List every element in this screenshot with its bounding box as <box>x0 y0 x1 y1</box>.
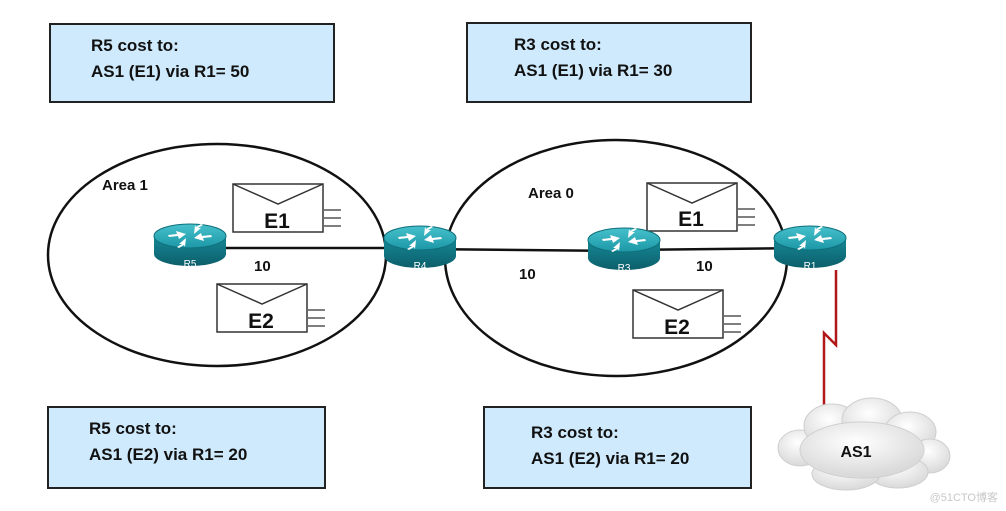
router-label: R4 <box>414 261 427 272</box>
cost-box-r3-e1: R3 cost to: AS1 (E1) via R1= 30 <box>466 22 752 103</box>
router-label: R1 <box>804 261 817 272</box>
cost-box-value: AS1 (E1) via R1= 30 <box>514 61 673 80</box>
link-cost-r4-r3: 10 <box>519 266 536 283</box>
link-cost-r5-r4: 10 <box>254 258 271 275</box>
cost-box-value: AS1 (E2) via R1= 20 <box>89 445 248 464</box>
envelope-label: E1 <box>678 208 704 231</box>
cost-box-title: R5 cost to: <box>89 419 177 438</box>
link-cost-r3-r1: 10 <box>696 258 713 275</box>
envelope-e2-area0: E2 <box>632 289 742 339</box>
cost-box-title: R3 cost to: <box>531 423 619 442</box>
envelope-label: E1 <box>264 210 290 233</box>
cost-box-title: R3 cost to: <box>514 35 602 54</box>
cost-box-value: AS1 (E1) via R1= 50 <box>91 62 250 81</box>
serial-link-r1-as1 <box>822 270 838 412</box>
area1-label: Area 1 <box>102 177 148 194</box>
envelope-e1-area0: E1 <box>646 182 756 232</box>
router-r5[interactable]: R5 <box>153 223 227 270</box>
router-label: R3 <box>618 263 631 274</box>
envelope-e1-area1: E1 <box>232 183 342 233</box>
envelope-label: E2 <box>664 316 690 339</box>
area0-label: Area 0 <box>528 185 574 202</box>
cloud-label: AS1 <box>840 444 871 461</box>
router-r3[interactable]: R3 <box>587 227 661 274</box>
cost-box-r5-e1: R5 cost to: AS1 (E1) via R1= 50 <box>49 23 335 103</box>
envelope-e2-area1: E2 <box>216 283 326 333</box>
cost-box-title: R5 cost to: <box>91 36 179 55</box>
envelope-label: E2 <box>248 310 274 333</box>
cost-box-r3-e2: R3 cost to: AS1 (E2) via R1= 20 <box>483 406 752 489</box>
cost-box-r5-e2: R5 cost to: AS1 (E2) via R1= 20 <box>47 406 326 489</box>
cost-box-value: AS1 (E2) via R1= 20 <box>531 449 690 468</box>
router-r4[interactable]: R4 <box>383 225 457 272</box>
router-r1[interactable]: R1 <box>773 225 847 272</box>
router-label: R5 <box>184 259 197 270</box>
watermark: @51CTO博客 <box>929 492 998 504</box>
as1-cloud: AS1 <box>777 397 951 491</box>
